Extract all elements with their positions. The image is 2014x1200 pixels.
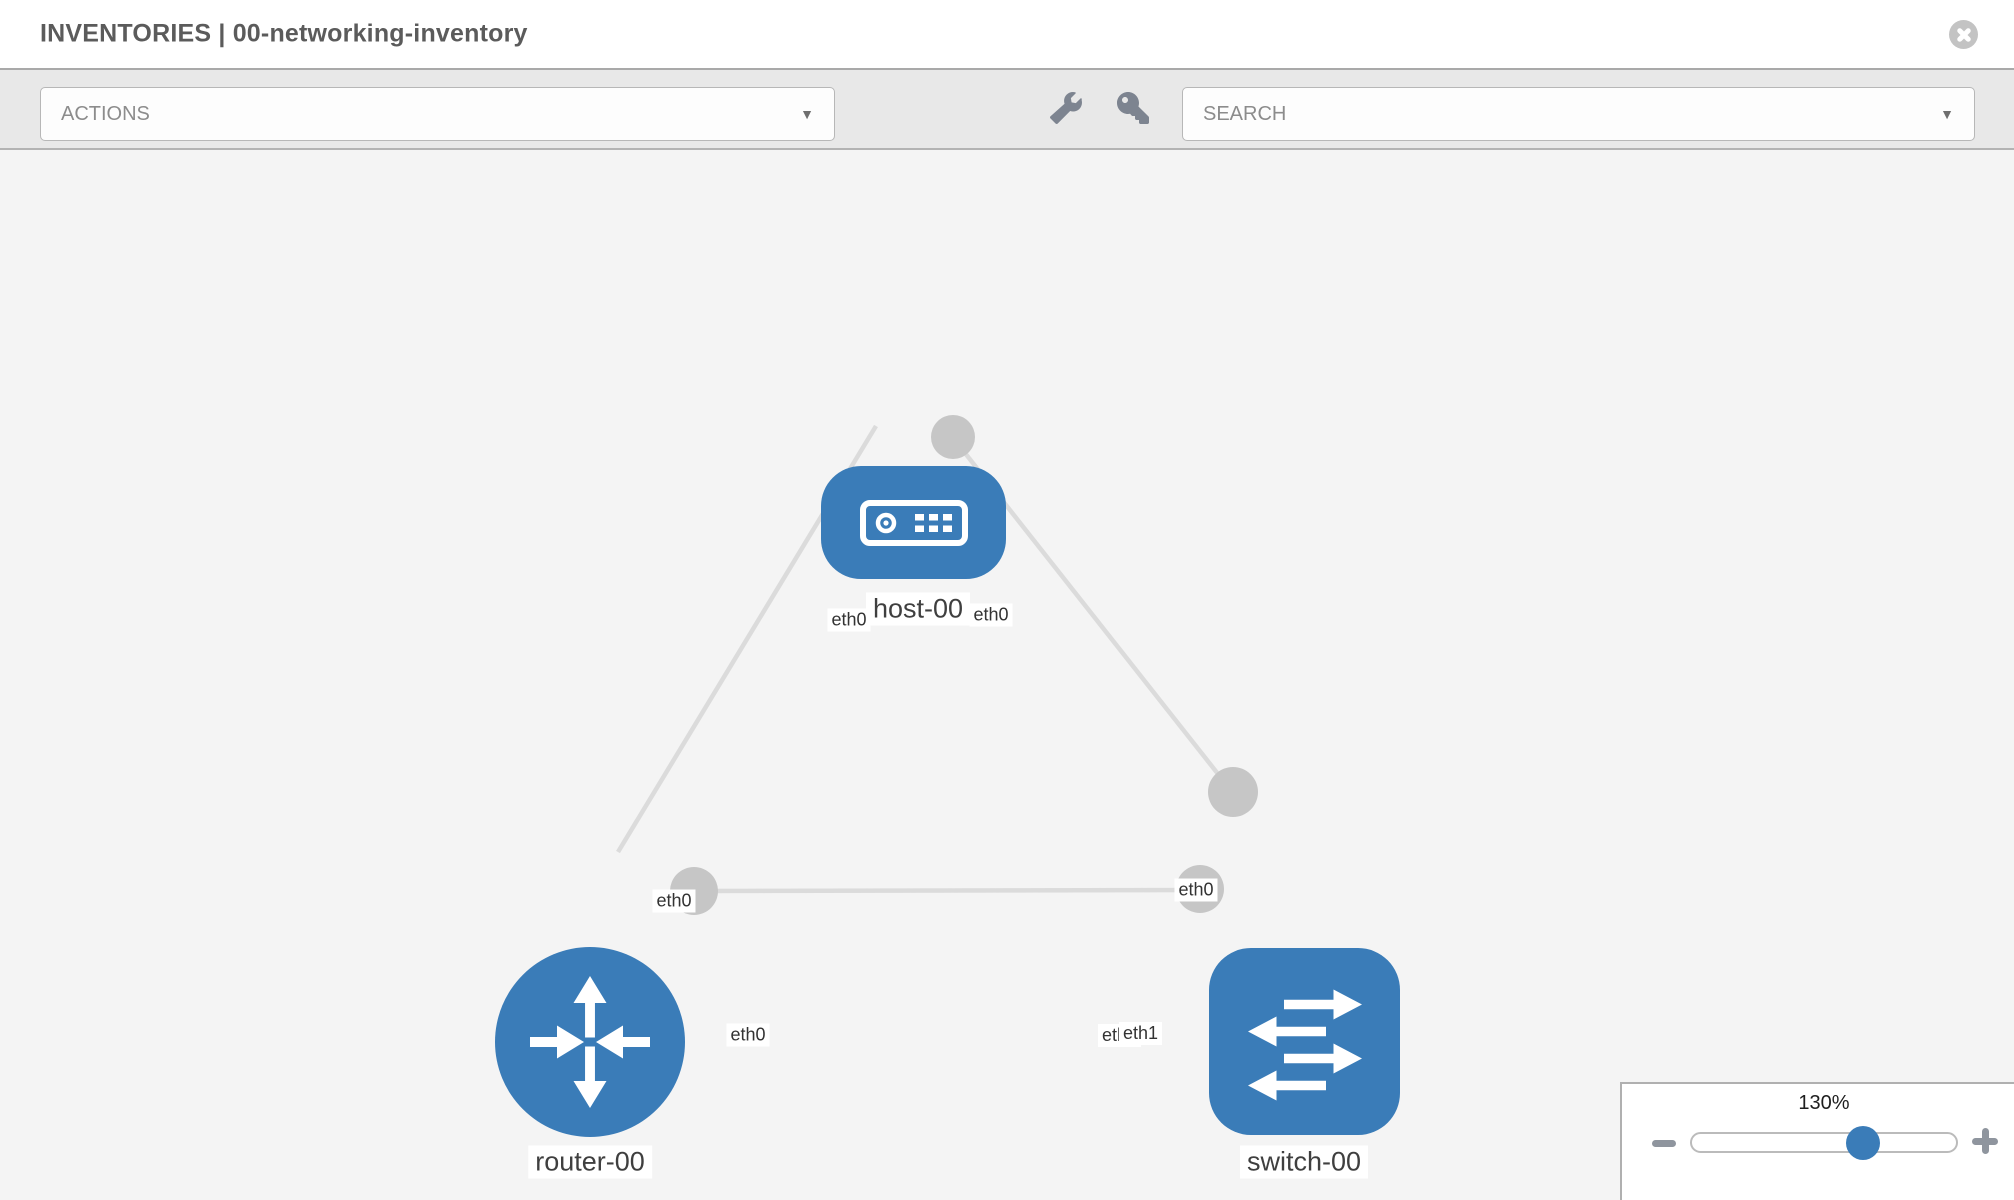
iface-label-switch-top: eth0 xyxy=(1174,878,1218,902)
search-select-label: SEARCH xyxy=(1203,102,1287,125)
iface-label-host-left: eth0 xyxy=(827,608,871,632)
link-router-switch[interactable] xyxy=(693,887,1206,894)
host-icon xyxy=(859,499,968,546)
plus-icon xyxy=(1981,1128,1989,1154)
iface-label-host-right: eth0 xyxy=(969,603,1013,627)
actions-select[interactable]: ACTIONS ▼ xyxy=(40,87,835,141)
page-header: INVENTORIES | 00-networking-inventory xyxy=(0,0,2014,70)
close-button[interactable] xyxy=(1949,20,1978,49)
node-label-switch: switch-00 xyxy=(1239,1145,1369,1179)
topology-canvas[interactable]: host-00 router-00 switch-00 eth0 eth0 et… xyxy=(0,150,2014,1200)
zoom-out-button[interactable] xyxy=(1648,1132,1680,1154)
zoom-panel: 130% xyxy=(1620,1082,2014,1200)
iface-label-switch-left-eth1: eth1 xyxy=(1119,1022,1163,1045)
iface-label-host-router: eth0 xyxy=(652,889,696,913)
configure-button[interactable] xyxy=(1044,86,1088,130)
iface-label-router-right: eth0 xyxy=(726,1023,770,1047)
zoom-level: 130% xyxy=(1798,1092,1850,1114)
node-label-router: router-00 xyxy=(528,1145,652,1179)
interface-dot-host[interactable] xyxy=(931,415,975,459)
actions-select-label: ACTIONS xyxy=(61,102,150,125)
router-icon xyxy=(530,976,650,1108)
minus-icon xyxy=(1652,1140,1676,1147)
credentials-button[interactable] xyxy=(1111,86,1155,130)
zoom-slider-knob[interactable] xyxy=(1846,1126,1880,1160)
iface-label-switch-left-group: eth0 eth1 xyxy=(1098,1022,1163,1047)
node-switch-00[interactable] xyxy=(1209,948,1400,1135)
zoom-in-button[interactable] xyxy=(1969,1128,2001,1156)
search-select[interactable]: SEARCH ▼ xyxy=(1182,87,1975,141)
node-label-host: host-00 xyxy=(865,592,971,626)
switch-icon xyxy=(1247,989,1362,1100)
page-title: INVENTORIES | 00-networking-inventory xyxy=(40,19,528,48)
interface-dot-switch-top[interactable] xyxy=(1208,767,1258,817)
caret-down-icon: ▼ xyxy=(800,106,814,122)
zoom-slider-track[interactable] xyxy=(1690,1132,1958,1153)
node-host-00[interactable] xyxy=(821,466,1006,579)
wrench-icon xyxy=(1050,92,1082,124)
key-icon xyxy=(1117,92,1149,124)
toolbar: ACTIONS ▼ SEARCH ▼ xyxy=(0,70,2014,150)
caret-down-icon: ▼ xyxy=(1940,106,1954,122)
node-router-00[interactable] xyxy=(495,947,685,1137)
topology-edges xyxy=(616,415,1258,915)
